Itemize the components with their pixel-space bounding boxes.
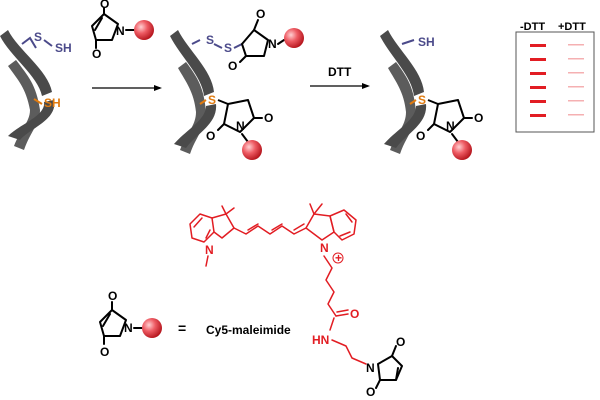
thioether-product: S O O N bbox=[199, 93, 273, 160]
gel-band-plus-dtt bbox=[568, 58, 584, 60]
legend-maleimide-bead: O O N bbox=[99, 289, 162, 359]
gel-band-minus-dtt bbox=[530, 44, 546, 47]
p2-o-top: O bbox=[256, 7, 265, 21]
disulfide-sh-label: SH bbox=[55, 41, 72, 55]
gel-band-plus-dtt bbox=[568, 114, 584, 116]
dna-strand-3 bbox=[380, 30, 427, 154]
legend-o-bottom: O bbox=[100, 345, 109, 359]
amide-o: O bbox=[350, 307, 359, 321]
p2-o-left: O bbox=[228, 59, 237, 73]
gel-band-minus-dtt bbox=[530, 86, 546, 89]
free-sh-label: SH bbox=[418, 35, 435, 49]
gel-band-minus-dtt bbox=[530, 100, 546, 103]
gel-lane-plus-dtt: +DTT bbox=[558, 21, 586, 33]
thiol-group: SH bbox=[33, 96, 61, 110]
gel-band-minus-dtt bbox=[530, 114, 546, 117]
amide-hn: HN bbox=[312, 333, 329, 347]
left-indole-n: N bbox=[205, 243, 214, 257]
regenerated-thiol: SH bbox=[401, 35, 435, 49]
positive-charge-icon bbox=[332, 252, 344, 264]
reagent-o-bottom: O bbox=[92, 47, 101, 61]
s1-label: S bbox=[206, 33, 214, 47]
disulfide-s-label: S bbox=[34, 30, 42, 44]
gel-band-plus-dtt bbox=[568, 100, 584, 102]
gel-band-plus-dtt bbox=[568, 72, 584, 74]
reagent-o-top: O bbox=[100, 0, 109, 11]
reaction-arrow-1 bbox=[92, 85, 162, 91]
bead-icon bbox=[284, 28, 304, 48]
dtt-label: DTT bbox=[328, 65, 352, 79]
p3-n: N bbox=[446, 119, 455, 133]
gel-bands bbox=[530, 44, 584, 117]
bead-icon bbox=[134, 20, 154, 40]
bead-icon bbox=[452, 140, 472, 160]
thiol-sh-label: SH bbox=[44, 96, 61, 110]
terminal-maleimide-o-top: O bbox=[396, 335, 405, 349]
gel-band-minus-dtt bbox=[530, 58, 546, 61]
terminal-maleimide-n: N bbox=[366, 361, 375, 375]
bead-icon bbox=[242, 140, 262, 160]
p3-o-right: O bbox=[474, 111, 483, 125]
dna-strand-2 bbox=[170, 30, 217, 154]
bead-icon bbox=[142, 318, 162, 338]
gel-band-plus-dtt bbox=[568, 86, 584, 88]
thioether-s-label-3: S bbox=[418, 93, 426, 107]
equals-sign: = bbox=[178, 320, 186, 336]
gel-panel: -DTT +DTT bbox=[515, 21, 595, 133]
p3-o-bottom: O bbox=[416, 129, 425, 143]
gel-band-minus-dtt bbox=[530, 72, 546, 75]
reaction-arrow-2: DTT bbox=[310, 65, 370, 89]
dye-name-label: Cy5-maleimide bbox=[206, 323, 291, 337]
s2-label: S bbox=[224, 41, 232, 55]
dna-strand-1 bbox=[0, 30, 55, 150]
remaining-thioether: S O O N bbox=[409, 93, 483, 160]
right-indole-n: N bbox=[320, 241, 329, 255]
terminal-maleimide-o-bottom: O bbox=[366, 385, 375, 399]
p2-n-top: N bbox=[268, 37, 277, 51]
p2-n-bottom: N bbox=[236, 119, 245, 133]
thioether-s-label: S bbox=[208, 93, 216, 107]
legend-n: N bbox=[124, 321, 133, 335]
disulfide-group: S SH bbox=[21, 30, 72, 55]
gel-lane-minus-dtt: -DTT bbox=[520, 21, 545, 33]
legend-o-top: O bbox=[108, 289, 117, 303]
gel-band-plus-dtt bbox=[568, 44, 584, 46]
positive-charge-label: + bbox=[335, 251, 342, 265]
disulfide-bridge-product: S S O O N bbox=[191, 7, 304, 73]
maleimide-reagent: O O N bbox=[91, 0, 154, 61]
cy5-maleimide-structure: N N + O HN N O O bbox=[189, 203, 405, 399]
reagent-n: N bbox=[116, 24, 125, 38]
p2-o-bottom: O bbox=[206, 129, 215, 143]
p2-o-right: O bbox=[264, 111, 273, 125]
